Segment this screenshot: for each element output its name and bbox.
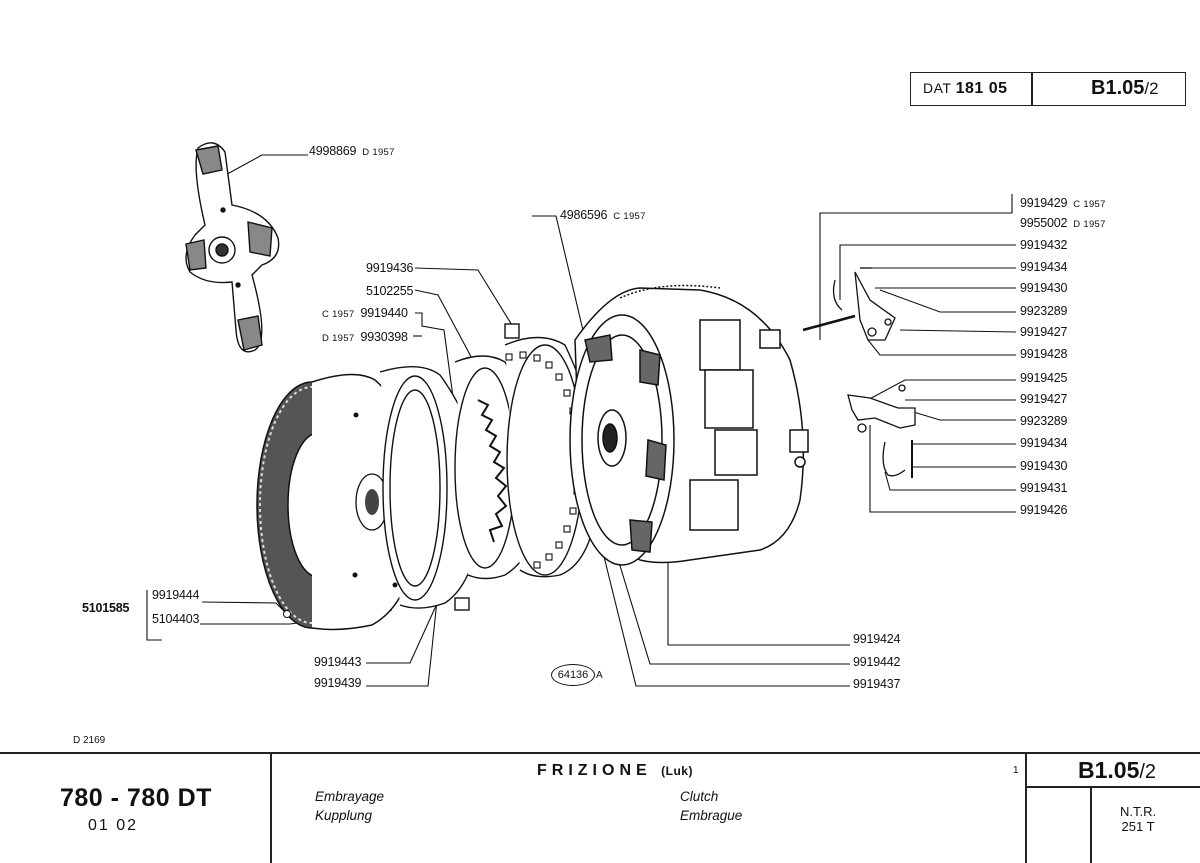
page-mark: 1	[1013, 765, 1019, 776]
leader-9919440	[415, 312, 456, 413]
callout-9919430-top: 9919430	[1020, 281, 1068, 295]
release-lever-top	[802, 267, 896, 341]
dat-number: 181 05	[955, 80, 1008, 97]
leader-9919431	[884, 471, 1016, 491]
header-divider	[1031, 73, 1033, 105]
leader-5101585-bracket	[146, 590, 162, 641]
model-dates: 01 02	[88, 817, 139, 834]
callout-5101585: 5101585	[82, 601, 130, 615]
dat-label: DAT	[923, 80, 952, 96]
leader-9919425	[861, 379, 1016, 404]
leader-9919428	[867, 339, 1016, 356]
section-ref-sub: /2	[1144, 79, 1159, 98]
figure-number-badge: 64136	[551, 664, 595, 686]
leader-9919424	[667, 562, 850, 646]
ntr-reference: N.T.R.251 T	[1120, 804, 1157, 834]
callout-9919442: 9919442	[853, 655, 901, 669]
title-english: Clutch	[680, 789, 719, 804]
callout-9923289-top: 9923289	[1020, 304, 1068, 318]
tractor-model: 780 - 780 DT	[60, 784, 212, 812]
callout-9919427-bottom: 9919427	[1020, 392, 1068, 406]
leader-4998869	[219, 154, 308, 179]
title-french: Embrayage	[315, 789, 385, 804]
callout-9919426: 9919426	[1020, 503, 1068, 517]
clutch-exploded-view	[146, 142, 1017, 687]
footer-vline-3	[1090, 786, 1092, 863]
leader-9919432	[839, 244, 1016, 300]
dat-reference: DAT 181 05	[923, 80, 1008, 98]
footer-hline	[1025, 786, 1200, 788]
clutch-assembly	[569, 284, 809, 566]
leader-9919437	[589, 499, 850, 687]
footer-divider	[0, 752, 1200, 754]
callout-5102255: 5102255	[366, 284, 414, 298]
callout-9919432: 9919432	[1020, 238, 1068, 252]
callout-5104403: 5104403	[152, 612, 200, 626]
figure-suffix: A	[596, 670, 603, 681]
callout-9919439: 9919439	[314, 676, 362, 690]
leader-9919439	[366, 571, 441, 687]
document-header-box: DAT 181 05 B1.05/2	[910, 72, 1186, 106]
callout-9919437: 9919437	[853, 677, 901, 691]
title-spanish: Embrague	[680, 808, 743, 823]
leader-9923289b	[899, 407, 1016, 421]
pressure-plate	[379, 365, 483, 611]
footer-vline-2	[1025, 752, 1027, 863]
callout-9919443: 9919443	[314, 655, 362, 669]
callout-9919436: 9919436	[366, 261, 414, 275]
section-ref-main: B1.05	[1091, 77, 1145, 99]
callout-9919434-top: 9919434	[1020, 260, 1068, 274]
callout-9919427-top: 9919427	[1020, 325, 1068, 339]
leader-9919436	[414, 267, 516, 331]
drawing-number: D 2169	[73, 735, 106, 746]
leader-9919444	[201, 601, 287, 614]
callout-9919434-bottom: 9919434	[1020, 436, 1068, 450]
title-german: Kupplung	[315, 808, 373, 823]
footer-vline-1	[270, 752, 272, 863]
callout-9919444: 9919444	[152, 588, 200, 602]
callout-9919425: 9919425	[1020, 371, 1068, 385]
leader-9923289a	[879, 289, 1016, 313]
callout-9919431: 9919431	[1020, 481, 1068, 495]
callout-9919424: 9919424	[853, 632, 901, 646]
leader-9919427a	[899, 329, 1017, 333]
section-title: FRIZIONE (Luk)	[537, 762, 693, 779]
leader-9919443	[366, 596, 441, 664]
paddle-disc	[185, 142, 280, 353]
leader-9919426	[869, 425, 1016, 513]
footer-section-reference: B1.05/2	[1078, 757, 1157, 783]
screw-9919444	[283, 610, 291, 618]
section-reference: B1.05/2	[1091, 77, 1159, 100]
callout-9923289-bottom: 9923289	[1020, 414, 1068, 428]
callout-9919428: 9919428	[1020, 347, 1068, 361]
callout-9919430-bottom: 9919430	[1020, 459, 1068, 473]
release-lever-bottom	[847, 384, 916, 478]
leader-9919429	[819, 194, 1013, 340]
leader-4986596	[532, 215, 591, 361]
